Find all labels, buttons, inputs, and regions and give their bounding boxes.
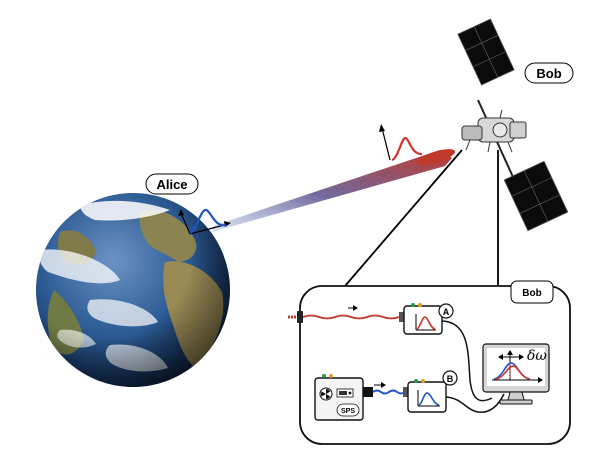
svg-text:B: B	[447, 374, 454, 384]
free-space-beam	[212, 150, 452, 232]
svg-text:SPS: SPS	[341, 408, 355, 415]
cable-a	[441, 320, 493, 402]
svg-text:Bob: Bob	[536, 66, 561, 81]
alice-label: Alice	[145, 173, 199, 195]
beam-focus	[416, 149, 456, 165]
alice-pulse-indicator	[178, 208, 231, 235]
source-photon-path	[372, 382, 408, 397]
bob-label-box: Bob	[510, 280, 554, 304]
satellite	[457, 18, 569, 232]
svg-text:A: A	[443, 307, 450, 317]
svg-text:Alice: Alice	[156, 177, 187, 192]
radiation-icon	[321, 389, 331, 399]
detector-a: A	[403, 303, 454, 335]
frequency-difference-label: δω	[527, 348, 547, 364]
incoming-photon-path	[288, 305, 404, 323]
single-photon-source: SPS	[314, 374, 373, 421]
earth-globe	[36, 193, 230, 387]
detector-b: B	[407, 370, 458, 413]
cable-b	[445, 393, 505, 413]
svg-text:Bob: Bob	[522, 288, 541, 299]
monitor-icon	[482, 343, 550, 405]
bob-pulse-indicator	[379, 124, 423, 162]
callout-line-left	[344, 149, 463, 287]
bob-label-top: Bob	[524, 62, 574, 84]
